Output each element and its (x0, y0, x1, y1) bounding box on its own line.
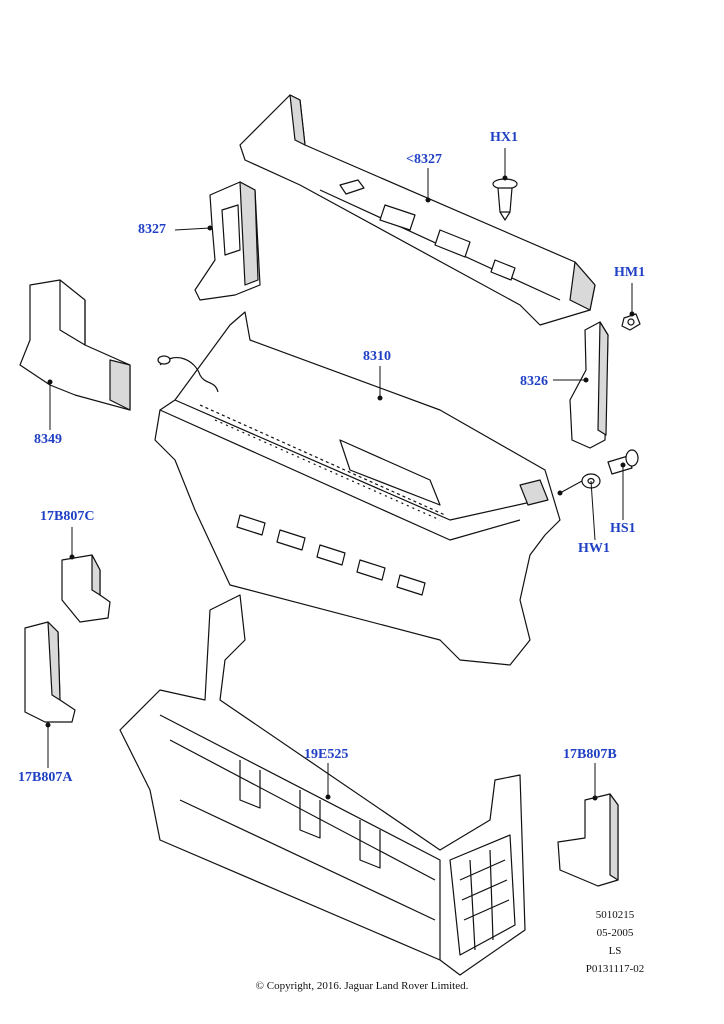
bracket-8326-part (569, 321, 609, 449)
callout-hs1: HS1 (610, 521, 636, 536)
callout-hw1: HW1 (578, 541, 610, 556)
leader-17b807c (69, 527, 75, 560)
leader-8310 (377, 366, 383, 401)
callout-hm1: HM1 (614, 265, 646, 280)
leader-8327-top (425, 168, 431, 203)
leader-19e525 (325, 763, 331, 800)
hs1-bolt-part (607, 449, 639, 475)
block-17b807b-part (557, 793, 619, 887)
foam-8349-part (19, 279, 131, 411)
callout-17b807a: 17B807A (18, 770, 73, 785)
callout-19e525: 19E525 (304, 747, 349, 762)
leader-hw1 (557, 480, 596, 541)
callout-8310: 8310 (363, 349, 391, 364)
hm1-nut-part (621, 313, 641, 331)
reference-block: 5010215 05-2005 LS P0131117-02 (575, 906, 655, 978)
support-19e525-part (119, 594, 526, 976)
reference-line-1: 5010215 (595, 909, 635, 921)
callout-8327-top: <8327 (406, 152, 442, 167)
leader-hx1 (502, 148, 508, 181)
leader-hs1 (620, 462, 626, 520)
callout-8327: 8327 (138, 222, 166, 237)
bracket-8327-part (194, 181, 261, 301)
reference-line-2: 05-2005 (596, 927, 634, 939)
leader-17b807b (592, 763, 598, 801)
air-guide-8310-part (154, 311, 561, 666)
sensor-wire-part (157, 355, 219, 393)
leader-hm1 (629, 283, 635, 317)
leader-8326 (553, 377, 589, 383)
leader-8327 (174, 225, 213, 231)
upper-deflector-part (239, 94, 596, 326)
callout-8349: 8349 (34, 432, 62, 447)
callout-17b807c: 17B807C (40, 509, 95, 524)
copyright-notice: © Copyright, 2016. Jaguar Land Rover Lim… (255, 980, 469, 992)
block-17b807a-part (24, 621, 76, 723)
leader-17b807a (45, 722, 51, 768)
reference-line-4: P0131117-02 (585, 963, 645, 975)
leader-8349 (47, 379, 53, 430)
hx1-clip-part (492, 178, 518, 221)
block-17b807c-part (61, 554, 111, 623)
callout-hx1: HX1 (490, 130, 518, 145)
callout-8326: 8326 (520, 374, 548, 389)
reference-line-3: LS (608, 945, 622, 957)
callout-17b807b: 17B807B (563, 747, 617, 762)
